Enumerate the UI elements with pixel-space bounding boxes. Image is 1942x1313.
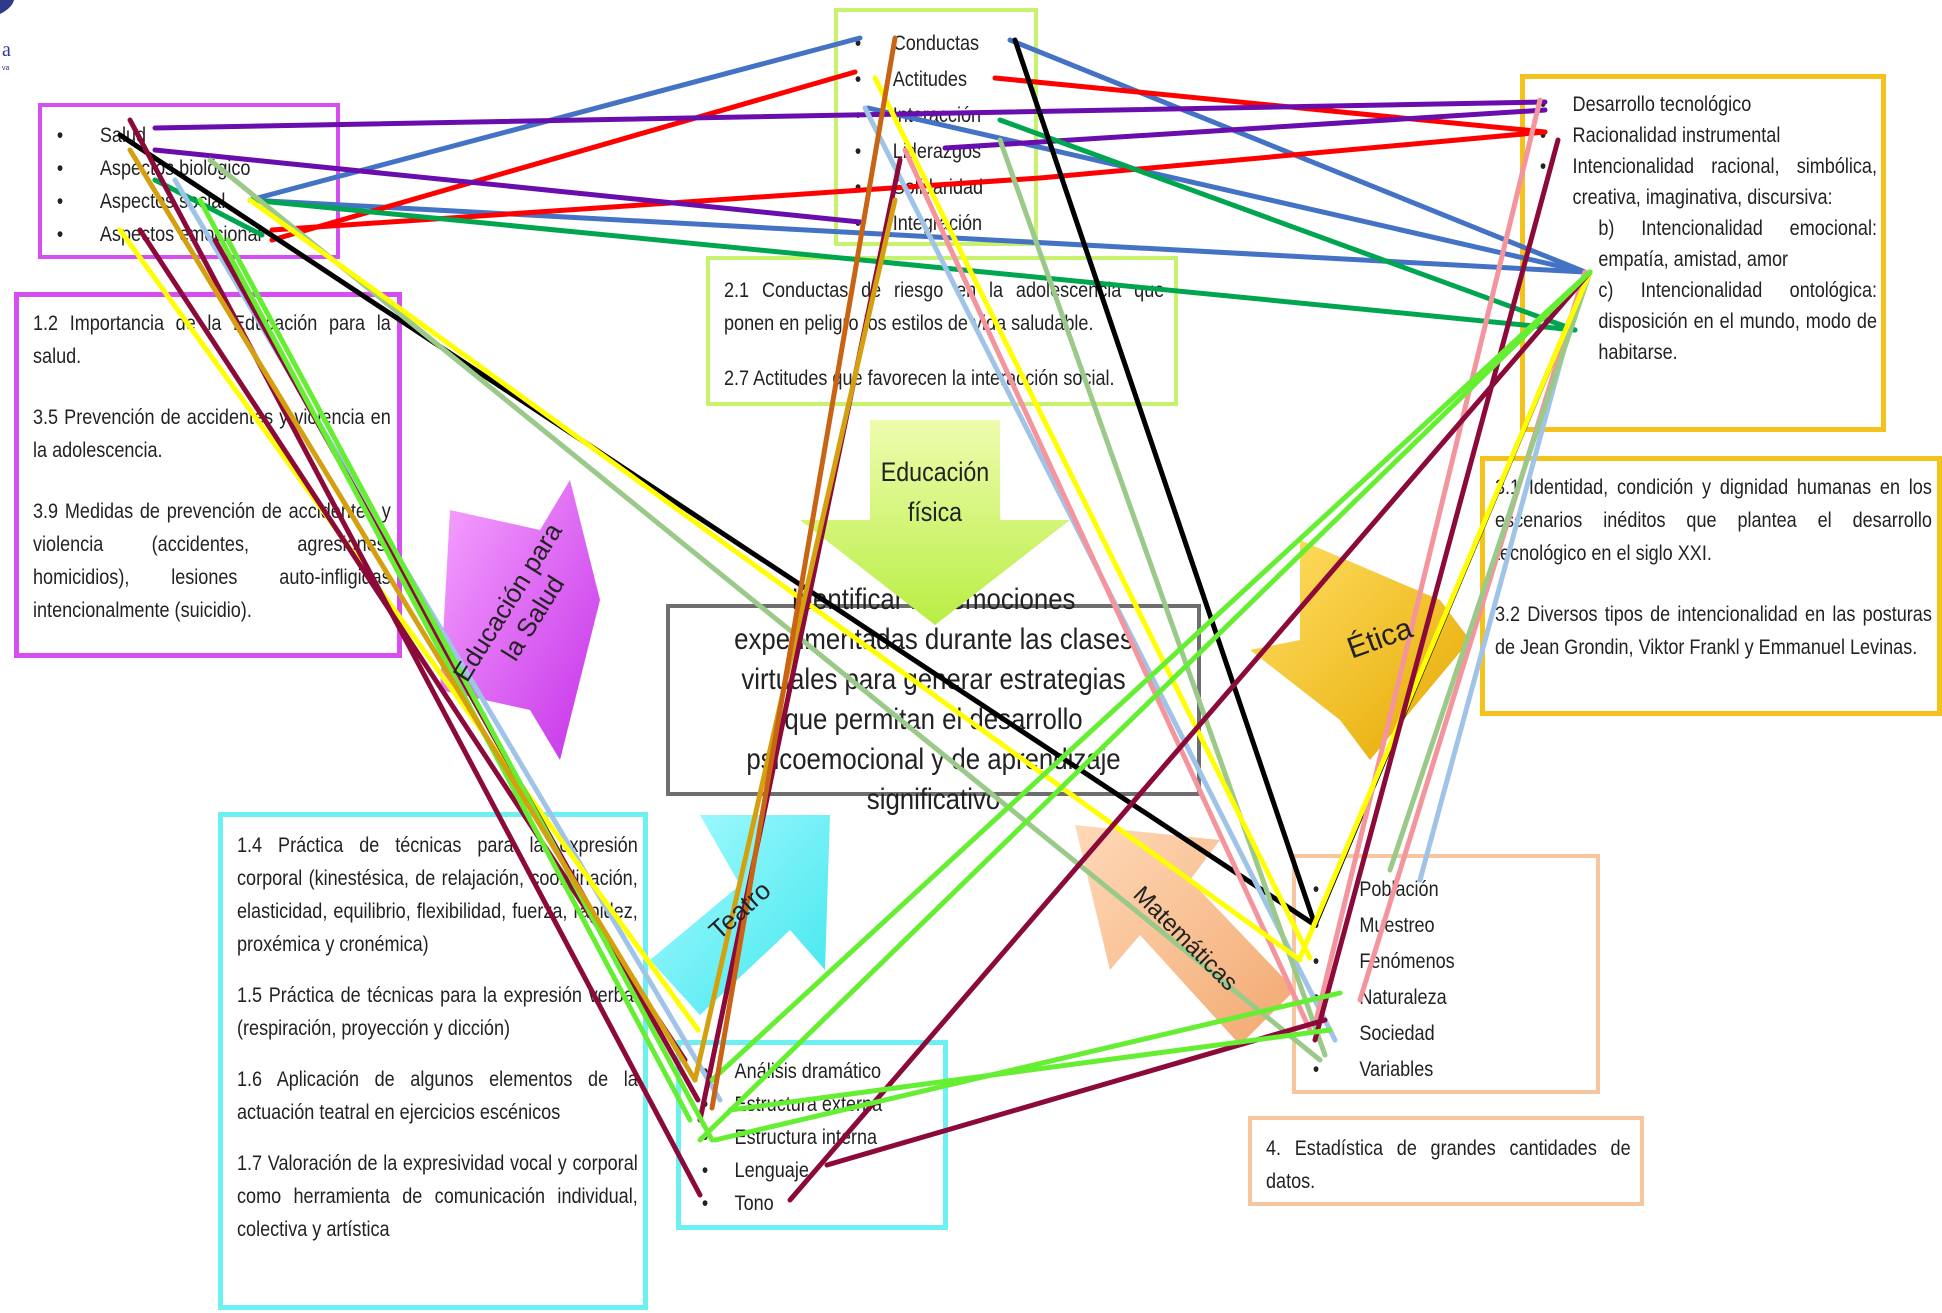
etica-topics: 3.1 Identidad, condición y dignidad huma… [1495,471,1932,664]
etica-list: Desarrollo tecnológico Racionalidad inst… [1533,89,1877,368]
list-item: Aspectos emocional [50,218,296,251]
institution-logo: a va [0,0,14,72]
central-objective: Identificar las emociones experimentadas… [666,583,1201,816]
arrow-label-educacion-fisica: Educación física [880,457,990,527]
list-item: Integración [848,206,1008,242]
list-item: Racionalidad instrumental [1533,120,1877,151]
list-item: Intencionalidad racional, simbólica, cre… [1533,151,1877,213]
list-item: Sociedad [1306,1016,1555,1052]
list-item: Naturaleza [1306,980,1555,1016]
list-item: Población [1306,872,1555,908]
ef-list: Conductas Actitudes Interacción Liderazg… [848,26,1008,242]
topic-paragraph: 1.2 Importancia de la Educación para la … [33,312,391,368]
logo-subtext: va [2,65,10,72]
list-item: Análisis dramático [695,1055,908,1088]
connector-line [1037,129,1548,181]
list-item: Lenguaje [695,1154,908,1187]
topic-paragraph: 2.7 Actitudes que favorecen la interacci… [724,367,1115,390]
salud-topics-box: 1.2 Importancia de la Educación para la … [14,292,402,658]
list-item: Estructura interna [695,1121,908,1154]
list-item: Actitudes [848,62,1008,98]
list-item: Aspectos social [50,185,296,218]
list-item: Liderazgos [848,134,1008,170]
salud-topics: 1.2 Importancia de la Educación para la … [33,307,391,627]
etica-topics-box: 3.1 Identidad, condición y dignidad huma… [1480,456,1942,716]
salud-list-box: Salud Aspectos biológico Aspectos social… [38,103,340,259]
mate-topics: 4. Estadística de grandes cantidades de … [1266,1132,1631,1198]
teatro-topics-box: 1.4 Práctica de técnicas para la expresi… [218,812,648,1310]
ef-topics-box: 2.1 Conductas de riesgo en la adolescenc… [706,256,1178,406]
list-item: Estructura externa [695,1088,908,1121]
connector-line [247,35,863,203]
list-item: c) Intencionalidad ontológica: disposici… [1598,279,1877,364]
list-item: Tono [695,1187,908,1220]
list-item: Solidaridad [848,170,1008,206]
teatro-topics: 1.4 Práctica de técnicas para la expresi… [237,829,638,1246]
topic-paragraph: 1.5 Práctica de técnicas para la expresi… [237,984,638,1040]
topic-paragraph: 3.2 Diversos tipos de intencionalidad en… [1495,603,1932,659]
list-item: Variables [1306,1052,1555,1088]
ef-topics: 2.1 Conductas de riesgo en la adolescenc… [724,274,1164,395]
list-item: Salud [50,119,296,152]
logo-text: a [2,39,11,61]
topic-paragraph: 1.4 Práctica de técnicas para la expresi… [237,834,638,956]
mate-list-box: Población Muestreo Fenómenos Naturaleza … [1292,854,1600,1094]
list-item: b) Intencionalidad emocional: empatía, a… [1598,217,1877,271]
list-item: Muestreo [1306,908,1555,944]
salud-list: Salud Aspectos biológico Aspectos social… [50,119,296,251]
list-item: Aspectos biológico [50,152,296,185]
topic-paragraph: 1.7 Valoración de la expresividad vocal … [237,1152,638,1241]
list-item: Fenómenos [1306,944,1555,980]
topic-paragraph: 4. Estadística de grandes cantidades de … [1266,1137,1631,1193]
topic-paragraph: 3.5 Prevención de accidentes y violencia… [33,406,391,462]
list-item: Desarrollo tecnológico [1533,89,1877,120]
teatro-list-box: Análisis dramático Estructura externa Es… [676,1040,948,1230]
ef-list-box: Conductas Actitudes Interacción Liderazg… [834,8,1038,246]
connector-line [269,69,858,243]
mate-list: Población Muestreo Fenómenos Naturaleza … [1306,872,1555,1088]
mate-topics-box: 4. Estadística de grandes cantidades de … [1248,1116,1644,1206]
topic-paragraph: 3.9 Medidas de prevención de accidentes … [33,500,391,622]
connector-line [992,75,1548,135]
topic-paragraph: 2.1 Conductas de riesgo en la adolescenc… [724,279,1165,335]
topic-paragraph: 1.6 Aplicación de algunos elementos de l… [237,1068,638,1124]
connector-line [1007,37,1588,275]
etica-list-box: Desarrollo tecnológico Racionalidad inst… [1520,74,1886,432]
topic-paragraph: 3.1 Identidad, condición y dignidad huma… [1495,476,1932,565]
teatro-list: Análisis dramático Estructura externa Es… [695,1055,908,1220]
list-item: Interacción [848,98,1008,134]
list-item: Conductas [848,26,1008,62]
